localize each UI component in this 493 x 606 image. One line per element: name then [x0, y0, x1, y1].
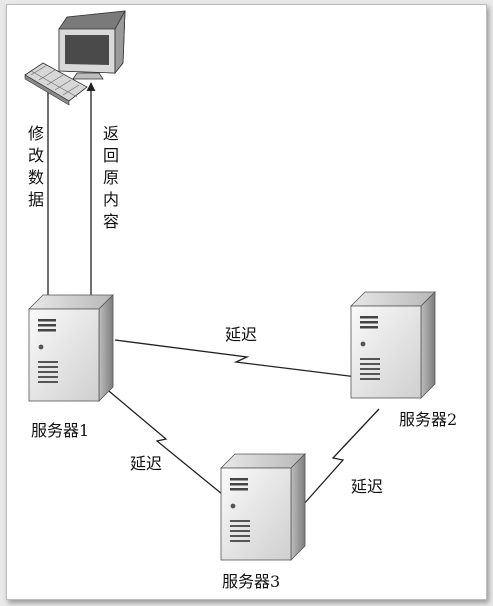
diagram-canvas	[24, 10, 436, 561]
label-server1: 服务器1	[31, 421, 90, 440]
label-delay-top: 延迟	[225, 325, 258, 344]
computer-monitor-icon	[58, 10, 126, 80]
server-tower-icon	[350, 291, 436, 399]
label-server3: 服务器3	[222, 572, 281, 591]
link-server1-server3	[96, 380, 223, 495]
keyboard-icon	[24, 62, 88, 106]
label-delay-left: 延迟	[130, 454, 163, 473]
server-tower-icon	[220, 453, 306, 561]
server-tower-icon	[28, 294, 114, 402]
link-server1-server2	[114, 339, 358, 378]
label-server2: 服务器2	[399, 410, 458, 429]
label-delay-right: 延迟	[351, 477, 384, 496]
diagram-frame: 修改数据 返回原内容 延迟 延迟 延迟 服务器1 服务器2 服务器3	[6, 4, 487, 600]
link-server2-server3	[302, 408, 380, 506]
label-modify-data: 修改数据	[27, 124, 44, 209]
label-return-original: 返回原内容	[102, 124, 119, 231]
